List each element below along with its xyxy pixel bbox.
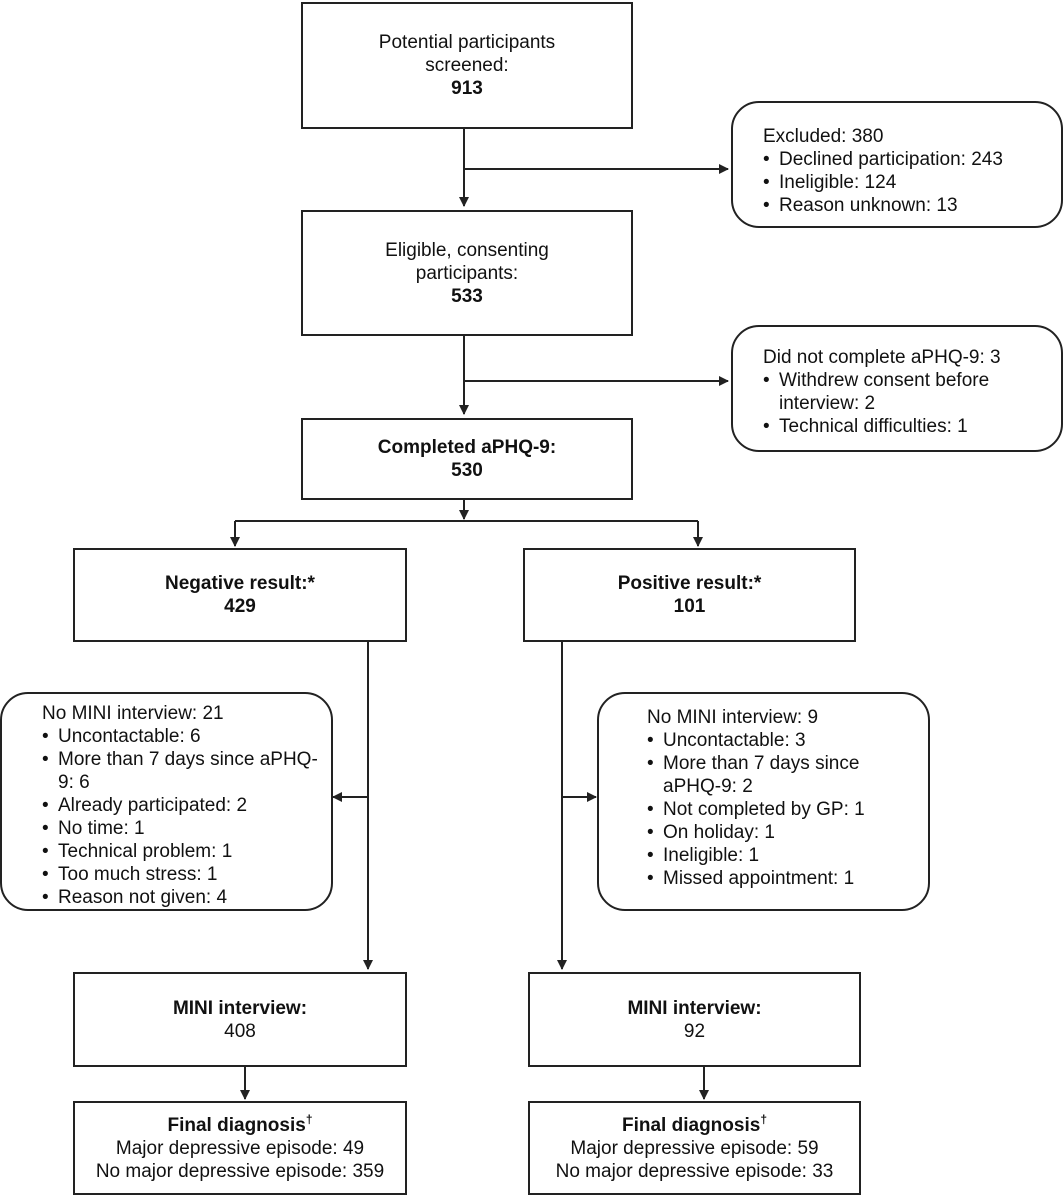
excluded-box: Excluded: 380 Declined participation: 24… [731, 101, 1063, 228]
neg-no-mini-item: Too much stress: 1 [42, 863, 321, 886]
pos-mini-count: 92 [683, 1020, 706, 1042]
pos-no-mini-item: On holiday: 1 [647, 821, 918, 844]
neg-no-mini-item: No time: 1 [42, 817, 321, 840]
eligible-label-1: Eligible, consenting [385, 239, 549, 261]
pos-no-mini-item: Missed appointment: 1 [647, 867, 918, 890]
pos-no-mini-item: More than 7 days since aPHQ-9: 2 [647, 752, 918, 798]
not-completed-head: Did not complete aPHQ-9: 3 [763, 347, 1001, 368]
completed-count: 530 [451, 460, 483, 481]
neg-no-mini-item: Uncontactable: 6 [42, 725, 321, 748]
negative-label: Negative result:* [165, 573, 315, 594]
neg-no-mini-item: Reason not given: 4 [42, 886, 321, 909]
pos-no-mini-item: Uncontactable: 3 [647, 729, 918, 752]
pos-final-box: Final diagnosis† Major depressive episod… [528, 1101, 861, 1195]
not-completed-item: Withdrew consent before interview: 2 [763, 369, 1051, 415]
neg-final-line-2: No major depressive episode: 359 [95, 1160, 385, 1182]
neg-no-mini-box: No MINI interview: 21 Uncontactable: 6 M… [0, 692, 333, 911]
neg-no-mini-item: More than 7 days since aPHQ-9: 6 [42, 748, 321, 794]
completed-label: Completed aPHQ-9: [377, 437, 557, 458]
neg-no-mini-item: Already participated: 2 [42, 794, 321, 817]
neg-final-line-1: Major depressive episode: 49 [115, 1137, 365, 1159]
positive-box: Positive result:* 101 [523, 548, 856, 642]
neg-final-label: Final diagnosis [167, 1114, 306, 1136]
neg-final-box: Final diagnosis† Major depressive episod… [73, 1101, 407, 1195]
positive-count: 101 [673, 596, 706, 617]
pos-no-mini-head: No MINI interview: 9 [647, 707, 819, 728]
eligible-count: 533 [451, 285, 483, 307]
screened-label-2: screened: [425, 55, 509, 76]
pos-final-line-2: No major depressive episode: 33 [555, 1160, 834, 1182]
pos-final-line-1: Major depressive episode: 59 [570, 1137, 819, 1159]
pos-no-mini-item: Ineligible: 1 [647, 844, 918, 867]
positive-label: Positive result:* [617, 573, 762, 594]
neg-mini-label: MINI interview: [172, 997, 308, 1019]
negative-box: Negative result:* 429 [73, 548, 407, 642]
screened-box: Potential participants screened: 913 [301, 2, 633, 129]
neg-mini-box: MINI interview: 408 [73, 972, 407, 1067]
pos-mini-label: MINI interview: [627, 997, 762, 1019]
pos-mini-box: MINI interview: 92 [528, 972, 861, 1067]
dagger-mark: † [760, 1112, 767, 1127]
excluded-item: Ineligible: 124 [763, 171, 1061, 194]
pos-no-mini-item: Not completed by GP: 1 [647, 798, 918, 821]
neg-mini-count: 408 [224, 1020, 256, 1042]
dagger-mark: † [305, 1112, 313, 1127]
completed-box: Completed aPHQ-9: 530 [301, 418, 633, 500]
eligible-box: Eligible, consenting participants: 533 [301, 210, 633, 336]
excluded-item: Reason unknown: 13 [763, 194, 1061, 217]
screened-label-1: Potential participants [378, 32, 556, 53]
screened-count: 913 [451, 78, 483, 99]
excluded-head: Excluded: 380 [763, 126, 884, 147]
pos-no-mini-box: No MINI interview: 9 Uncontactable: 3 Mo… [597, 692, 930, 911]
excluded-item: Declined participation: 243 [763, 148, 1061, 171]
pos-final-label: Final diagnosis [622, 1114, 761, 1136]
not-completed-box: Did not complete aPHQ-9: 3 Withdrew cons… [731, 325, 1063, 452]
neg-no-mini-item: Technical problem: 1 [42, 840, 321, 863]
eligible-label-2: participants: [415, 262, 519, 284]
neg-no-mini-head: No MINI interview: 21 [42, 703, 224, 724]
negative-count: 429 [224, 596, 256, 617]
not-completed-item: Technical difficulties: 1 [763, 415, 1051, 438]
